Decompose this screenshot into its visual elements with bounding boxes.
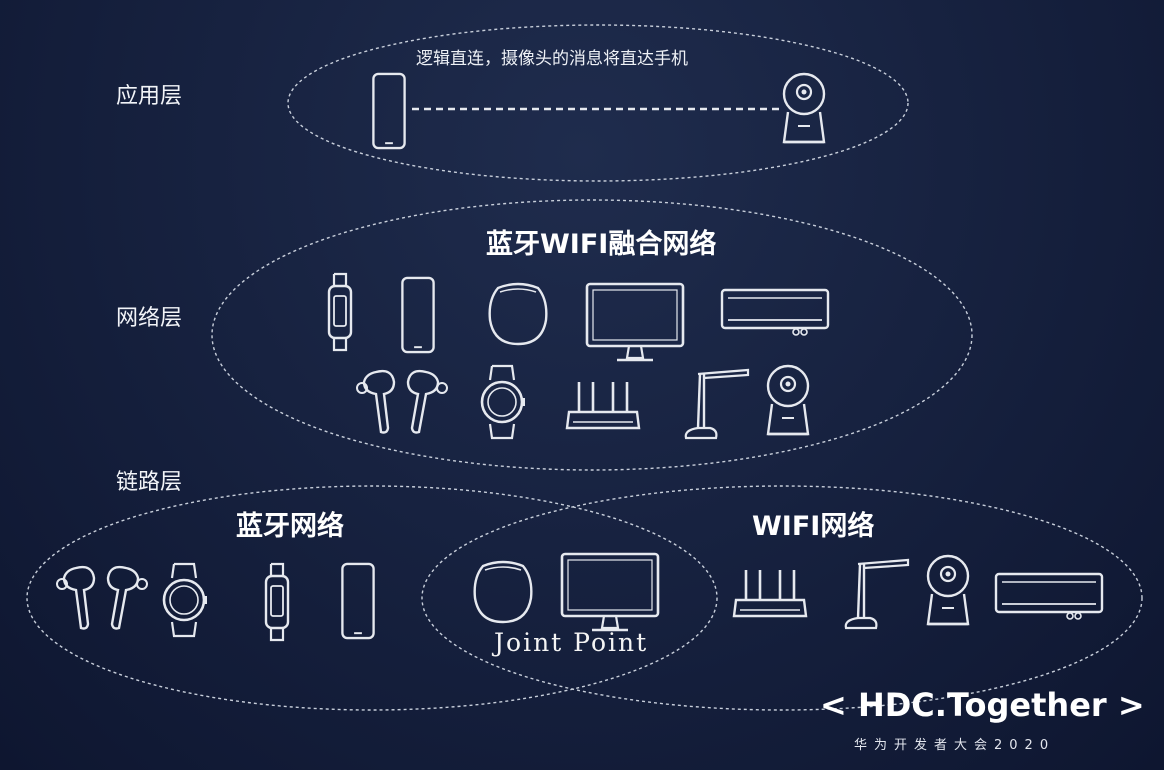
hdc-logo: < HDC.Together > xyxy=(820,686,1145,724)
net-phone-icon xyxy=(398,276,438,354)
bt-phone-icon xyxy=(338,562,378,640)
net-ac-icon xyxy=(720,288,830,336)
link-layer-label: 链路层 xyxy=(116,470,183,495)
application-caption: 逻辑直连，摄像头的消息将直达手机 xyxy=(416,49,688,69)
wifi-router-icon xyxy=(732,566,808,622)
bluetooth-title: 蓝牙网络 xyxy=(236,511,344,542)
network-layer-label: 网络层 xyxy=(116,306,183,331)
bt-watch-icon xyxy=(160,562,208,638)
joint-speaker-icon xyxy=(471,560,535,626)
wifi-ac-icon xyxy=(994,572,1104,620)
net-band-icon xyxy=(325,272,355,352)
net-speaker-icon xyxy=(486,282,550,348)
net-monitor-icon xyxy=(585,282,685,364)
network-layer-ellipse xyxy=(211,199,973,471)
app-camera-icon xyxy=(778,72,830,148)
application-layer-ellipse xyxy=(287,24,909,182)
bluetooth-network-ellipse xyxy=(26,485,718,711)
wifi-network-ellipse xyxy=(421,485,1143,711)
net-lamp-icon xyxy=(676,368,752,442)
network-title: 蓝牙WIFI融合网络 xyxy=(486,229,717,260)
net-earbuds-icon xyxy=(354,366,450,436)
joint-point-label: Joint Point xyxy=(494,628,649,657)
wifi-title: WIFI网络 xyxy=(752,511,875,542)
application-layer-label: 应用层 xyxy=(116,84,183,109)
net-camera-icon xyxy=(762,364,814,440)
wifi-camera-icon xyxy=(922,554,974,630)
wifi-lamp-icon xyxy=(836,558,912,632)
hdc-subtitle: 华为开发者大会2020 xyxy=(854,738,1056,753)
net-router-icon xyxy=(565,378,641,434)
joint-monitor-icon xyxy=(560,552,660,634)
bt-earbuds-icon xyxy=(54,562,150,632)
app-phone-icon xyxy=(369,72,409,150)
net-watch-icon xyxy=(478,364,526,440)
bt-band-icon xyxy=(262,562,292,642)
